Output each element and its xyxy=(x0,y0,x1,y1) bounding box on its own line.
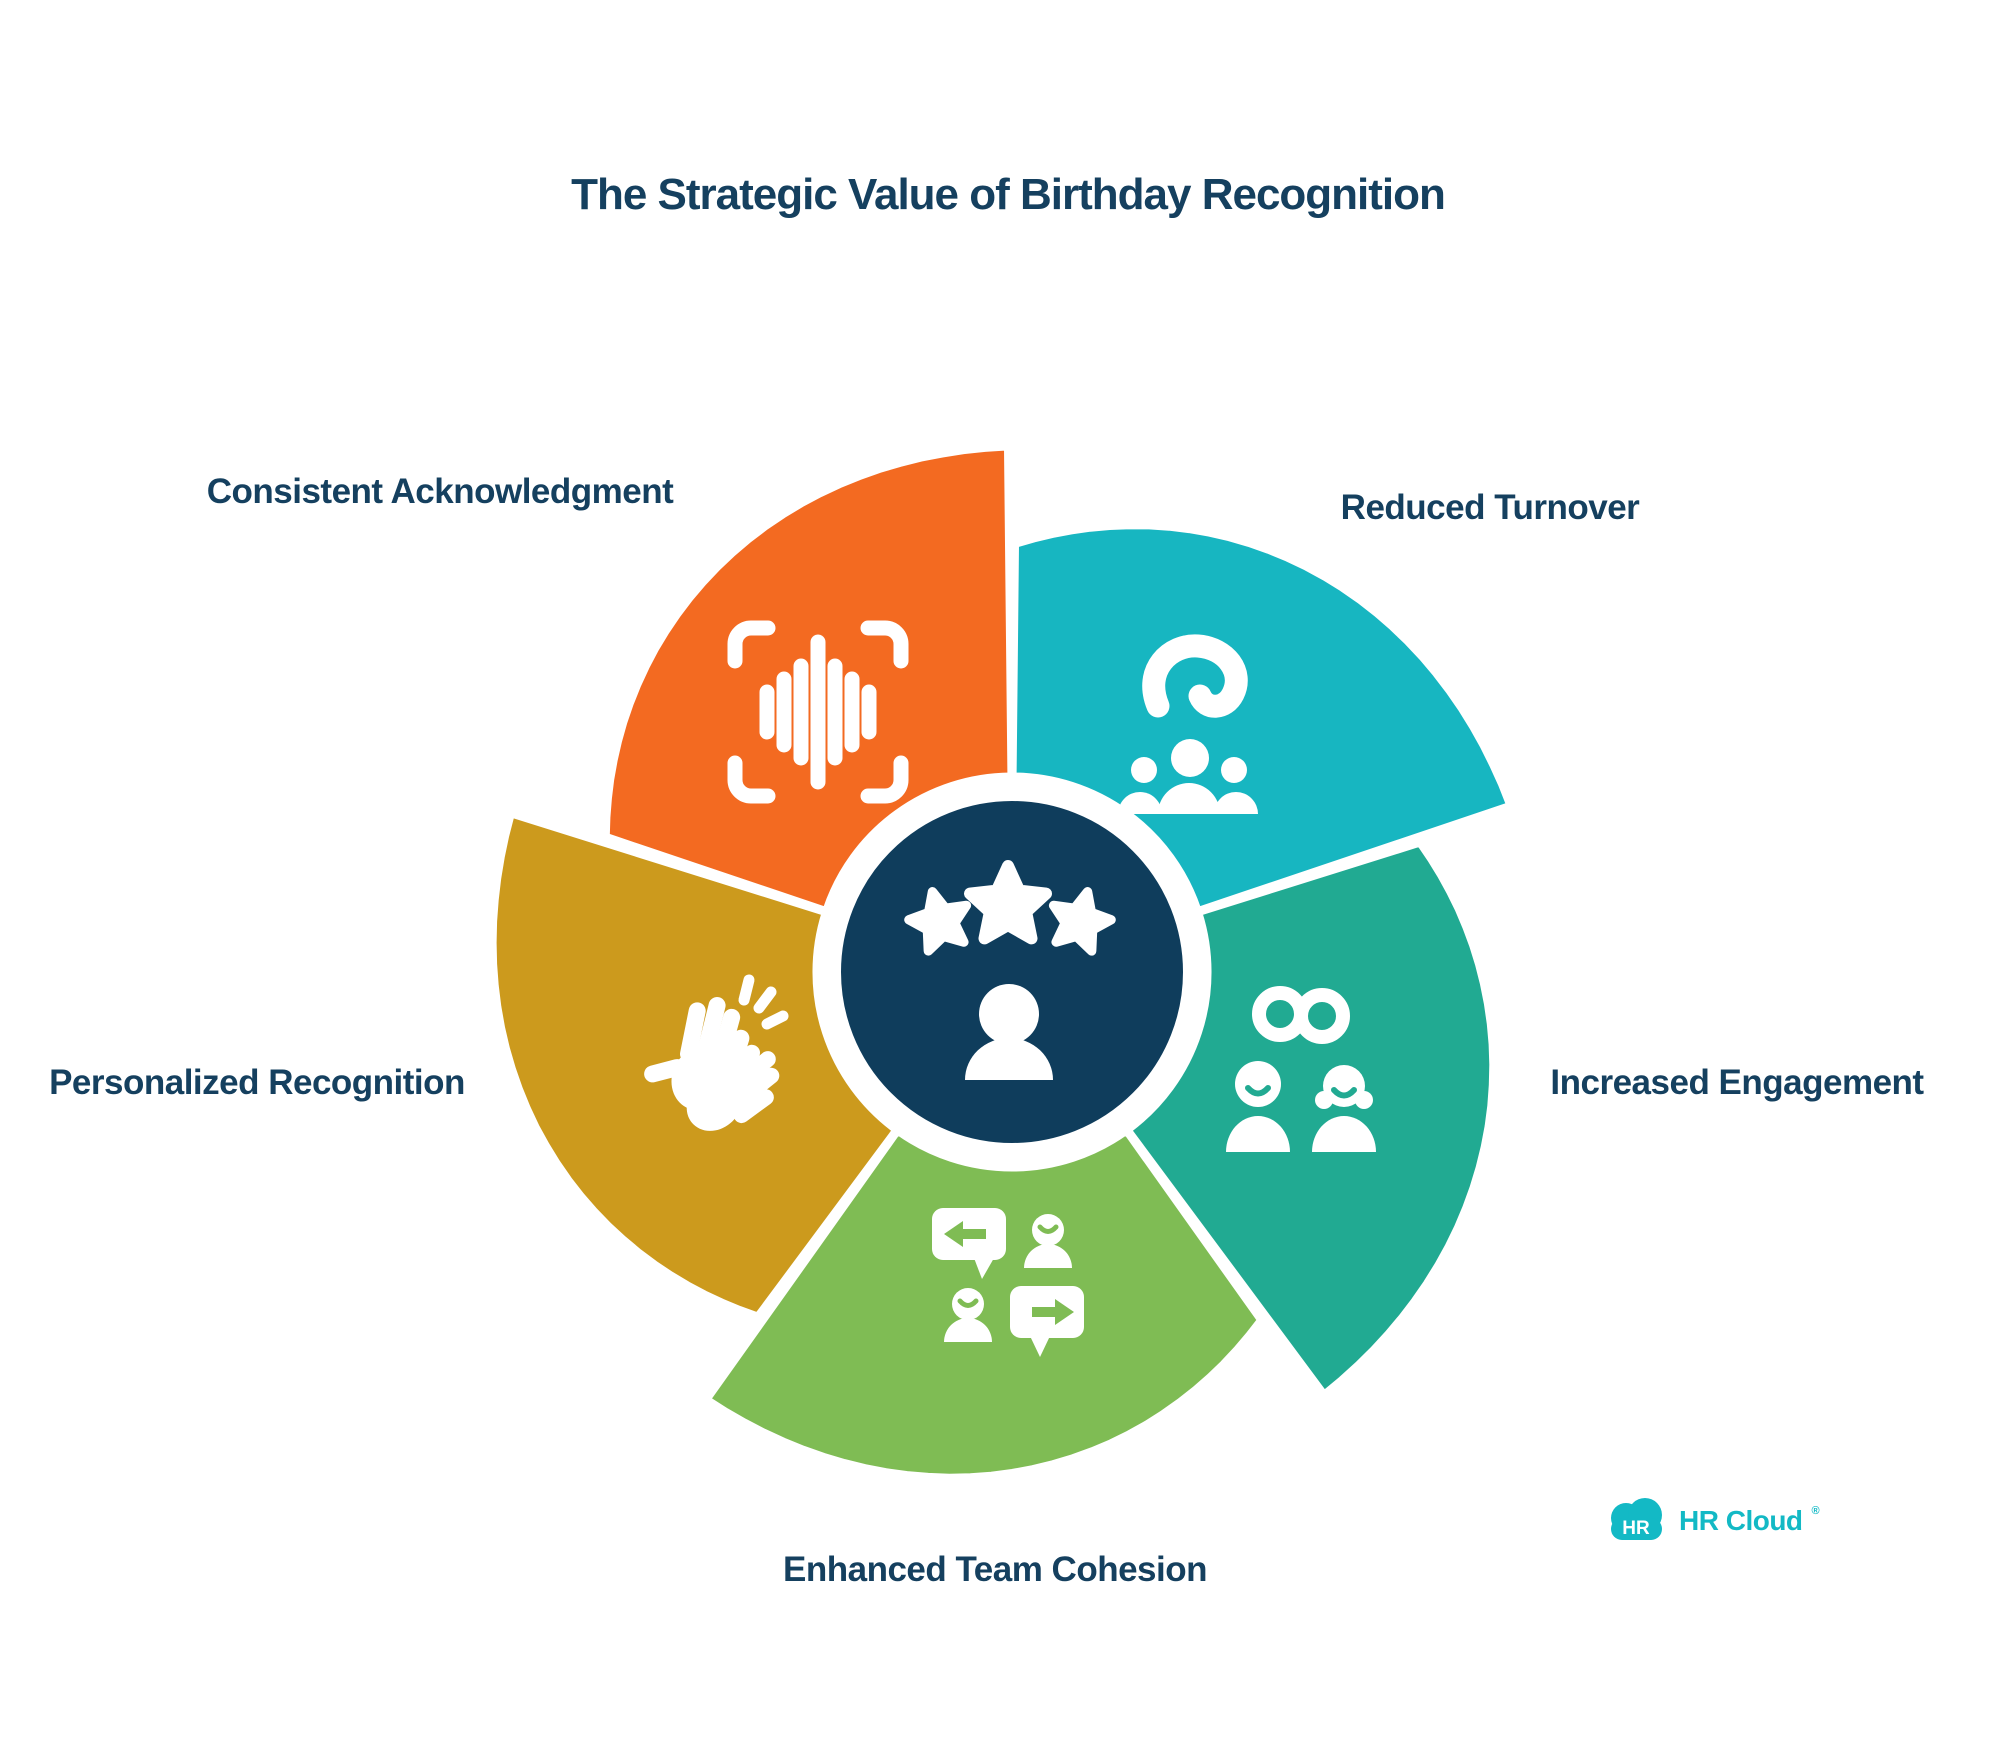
clapping-hands-icon xyxy=(644,974,789,1131)
center-hub-circle xyxy=(831,791,1193,1153)
hr-cloud-logo: HR HR Cloud ® xyxy=(1604,1496,1820,1546)
hr-cloud-logo-text: HR Cloud xyxy=(1679,1505,1803,1536)
segment-label-increased-engagement: Increased Engagement xyxy=(1550,1063,1924,1102)
team-chat-icon xyxy=(932,1208,1084,1357)
hr-cloud-registered-mark: ® xyxy=(1811,1505,1820,1517)
segment-blade-increased-engagement xyxy=(1127,841,1495,1396)
linked-people-icon xyxy=(1226,986,1376,1152)
segment-blade-consistent-acknowledgment xyxy=(604,445,1013,912)
three-stars-person-icon xyxy=(904,860,1116,1080)
hr-cloud-badge-text: HR xyxy=(1622,1518,1650,1539)
hr-cloud-logo-cloud-icon: HR xyxy=(1611,1498,1662,1540)
hand-picking-person-icon xyxy=(1118,634,1258,814)
voice-scan-icon xyxy=(727,620,909,804)
segment-label-consistent-acknowledgment: Consistent Acknowledgment xyxy=(206,472,674,511)
segment-label-reduced-turnover: Reduced Turnover xyxy=(1340,488,1640,527)
page-title: The Strategic Value of Birthday Recognit… xyxy=(571,170,1446,219)
segment-label-personalized-recognition: Personalized Recognition xyxy=(49,1063,465,1102)
segment-label-enhanced-team-cohesion: Enhanced Team Cohesion xyxy=(783,1550,1208,1589)
